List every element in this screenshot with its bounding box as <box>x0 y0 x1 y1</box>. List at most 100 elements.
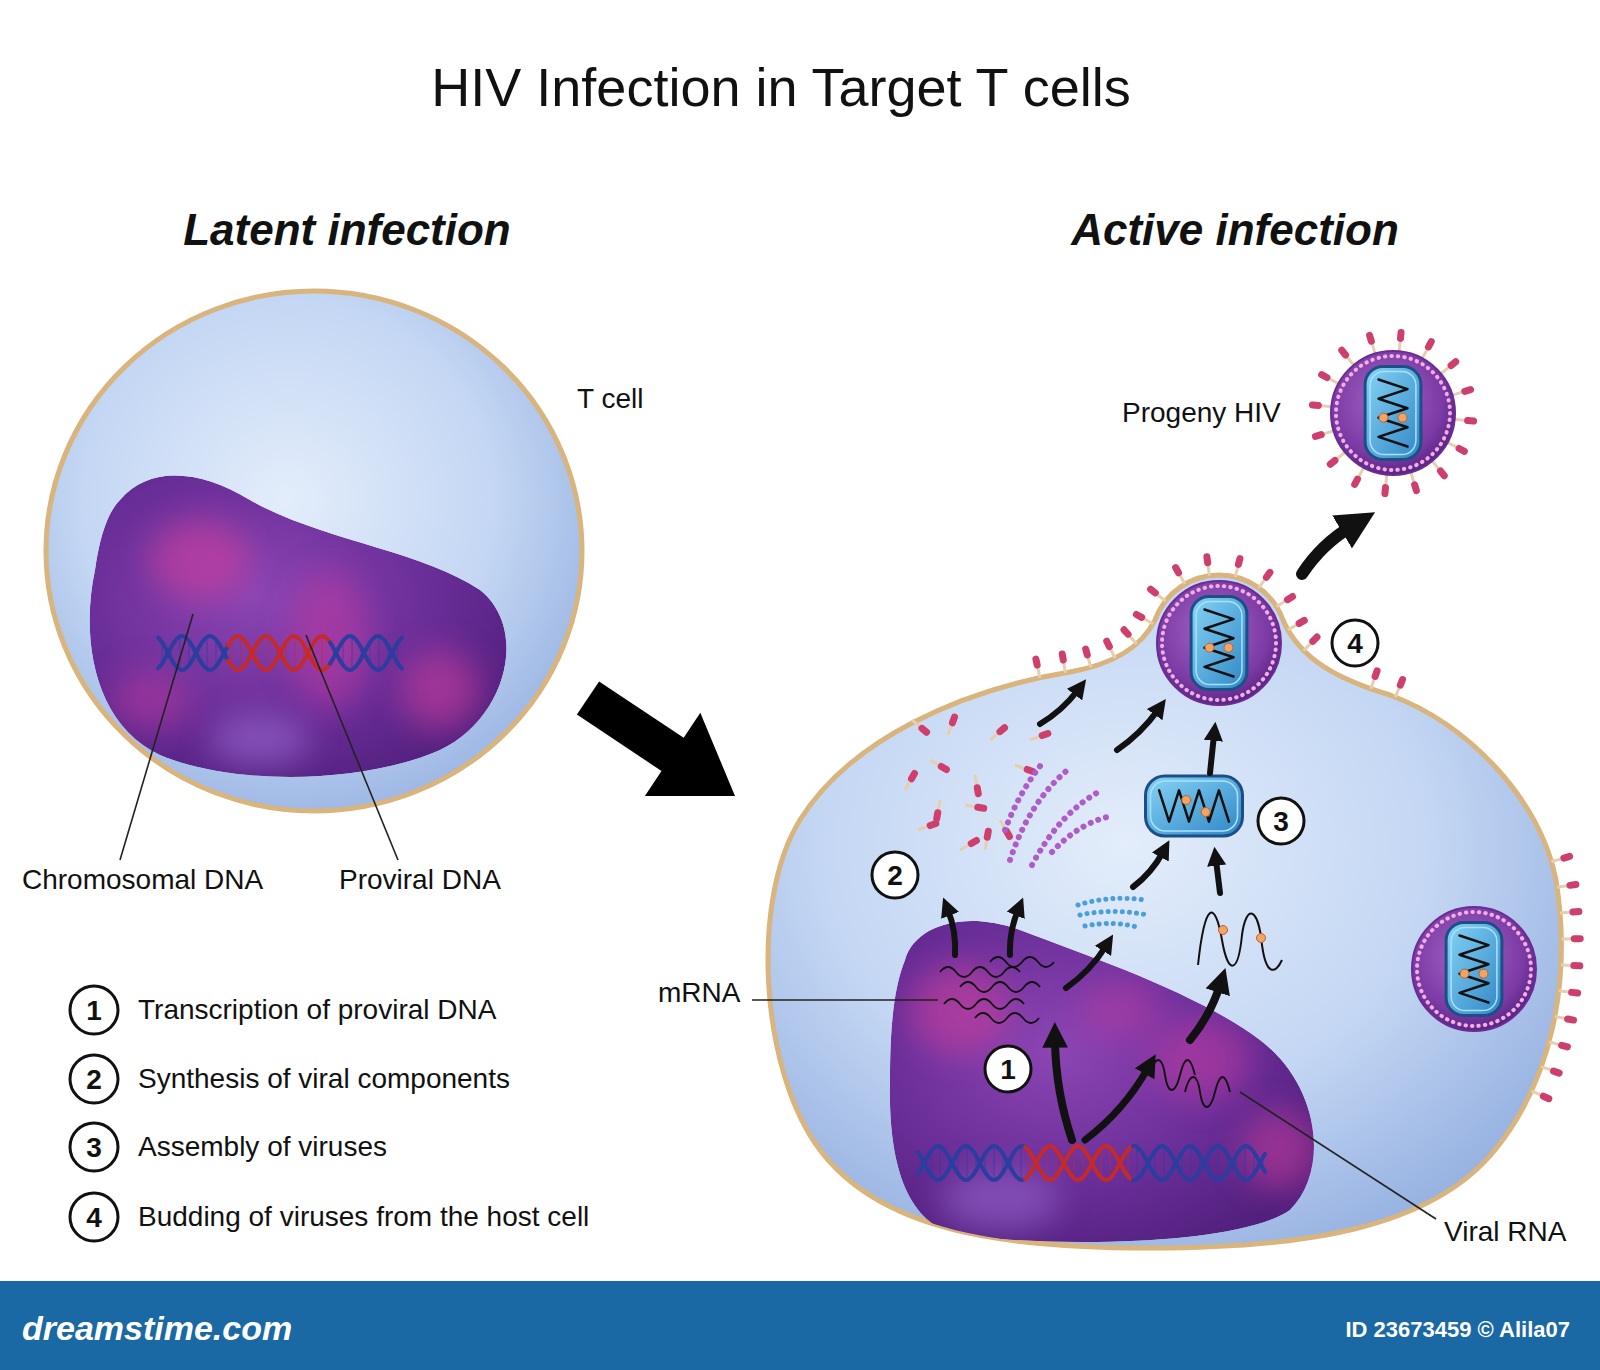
nucleus-shape <box>890 921 1314 1242</box>
helix-rung <box>1190 1146 1192 1180</box>
part-label: Viral RNA <box>1444 1216 1566 1248</box>
spike-tip <box>1036 659 1037 665</box>
spike-tip <box>978 807 984 808</box>
viral-rna <box>1460 936 1489 1003</box>
chromatin-patch <box>110 670 190 730</box>
enzyme-dot <box>1398 413 1407 422</box>
spike-tip <box>1176 568 1179 573</box>
callout-number-holder: 1 <box>1000 1054 1016 1086</box>
spike-tip <box>922 728 927 732</box>
image-id-holder: ID 23673459 © Alila07 <box>1346 1317 1571 1342</box>
enzyme-dot <box>1479 969 1488 978</box>
footer-bar <box>0 1281 1600 1370</box>
legend-circle <box>70 1193 118 1241</box>
virus-envelope <box>1331 351 1455 475</box>
cell-label: T cell <box>577 383 643 415</box>
helix-strand <box>1133 1146 1265 1180</box>
protein-strand <box>1078 898 1145 905</box>
process-arrow <box>1085 1068 1148 1140</box>
helix-rung <box>1244 1146 1246 1180</box>
legend-text-holder: Budding of viruses from the host cell <box>138 1201 589 1233</box>
capsid-rim <box>1451 928 1497 1011</box>
chromatin-patch <box>1080 980 1160 1040</box>
process-arrow <box>1133 852 1163 887</box>
spike-tip <box>1564 856 1570 858</box>
process-arrow <box>1190 985 1220 1040</box>
helix-rung <box>1046 1147 1048 1179</box>
callout-number-holder: 4 <box>1347 628 1363 660</box>
enzyme-dot <box>1460 969 1469 978</box>
helix-strand <box>330 636 402 670</box>
active-t-cell <box>768 575 1561 1248</box>
viral-rna <box>1150 1060 1195 1090</box>
helix-strand <box>918 1146 1024 1180</box>
spike-tip <box>1568 1019 1574 1020</box>
callout-circles <box>70 620 1378 1241</box>
transition-arrow <box>577 681 735 796</box>
capsid <box>1191 597 1247 690</box>
part-label-holder: Viral RNA <box>1444 1216 1566 1248</box>
leader-line <box>306 635 398 860</box>
spike-tip <box>1465 390 1471 392</box>
helix-strand <box>330 636 402 670</box>
spike-tip <box>1562 1045 1568 1047</box>
section-heading: Latent infection <box>183 205 511 256</box>
virus-envelope <box>1412 907 1536 1031</box>
enzyme-dot <box>1257 934 1266 943</box>
spike-tip <box>1042 734 1048 736</box>
process-arrow <box>1216 860 1220 893</box>
helix-rung <box>378 636 380 670</box>
part-label: Chromosomal DNA <box>22 864 263 896</box>
part-label: Progeny HIV <box>1122 397 1281 429</box>
legend-number-holder: 2 <box>86 1064 102 1096</box>
viral-rna <box>1379 380 1408 447</box>
spike-tip <box>977 788 978 794</box>
spike-tip <box>1322 375 1327 378</box>
callout-number: 4 <box>1347 628 1363 660</box>
helix-rung <box>206 637 208 669</box>
spike-tip <box>1287 597 1292 600</box>
spike-tip <box>1062 654 1063 660</box>
active-nucleus <box>890 921 1320 1242</box>
spike-tip <box>1573 908 1579 915</box>
capsid <box>1146 776 1243 836</box>
callout-number-holder: 2 <box>887 860 903 892</box>
helix-rung <box>267 636 269 669</box>
legend-text-holder: Synthesis of viral components <box>138 1063 510 1095</box>
chromatin-patch <box>150 520 250 600</box>
spike-tip <box>1574 935 1580 942</box>
enzyme-dot <box>1201 808 1210 817</box>
capsid-rim <box>1196 602 1242 685</box>
helix-rung <box>1082 1149 1084 1178</box>
spike-tip <box>1151 589 1156 593</box>
spike-tip <box>1238 559 1239 565</box>
helix-strand <box>918 1146 1024 1180</box>
title: HIV Infection in Target T cells <box>431 56 1130 118</box>
spike-tip <box>1312 401 1318 409</box>
spike-tip <box>1440 471 1444 476</box>
legend-number-holder: 4 <box>86 1202 102 1234</box>
mrna-strand <box>944 999 1024 1009</box>
helix-strand <box>228 636 330 670</box>
capsid-rim <box>1151 781 1238 831</box>
enzyme-dot <box>1182 796 1191 805</box>
enzyme-dot <box>1219 926 1228 935</box>
part-label-holder: mRNA <box>658 977 740 1009</box>
cell-label-holder: T cell <box>577 383 643 415</box>
viral-rna <box>1159 790 1229 821</box>
legend-number: 3 <box>86 1132 102 1164</box>
legend-text: Transcription of proviral DNA <box>138 994 496 1026</box>
legend-number-holder: 3 <box>86 1132 102 1164</box>
viral-rna <box>1198 913 1282 970</box>
protein-strand <box>1080 912 1148 916</box>
legend-number: 2 <box>86 1064 102 1096</box>
legend-text-holder: Assembly of viruses <box>138 1131 387 1163</box>
helix-rung <box>1020 1146 1022 1180</box>
spike-tip <box>987 831 988 837</box>
section-heading-holder: Active infection <box>1071 205 1399 256</box>
spike-tip <box>1027 769 1033 771</box>
spike-tip <box>1554 1071 1560 1073</box>
spike-tip <box>930 824 936 826</box>
leader-line <box>120 614 193 860</box>
